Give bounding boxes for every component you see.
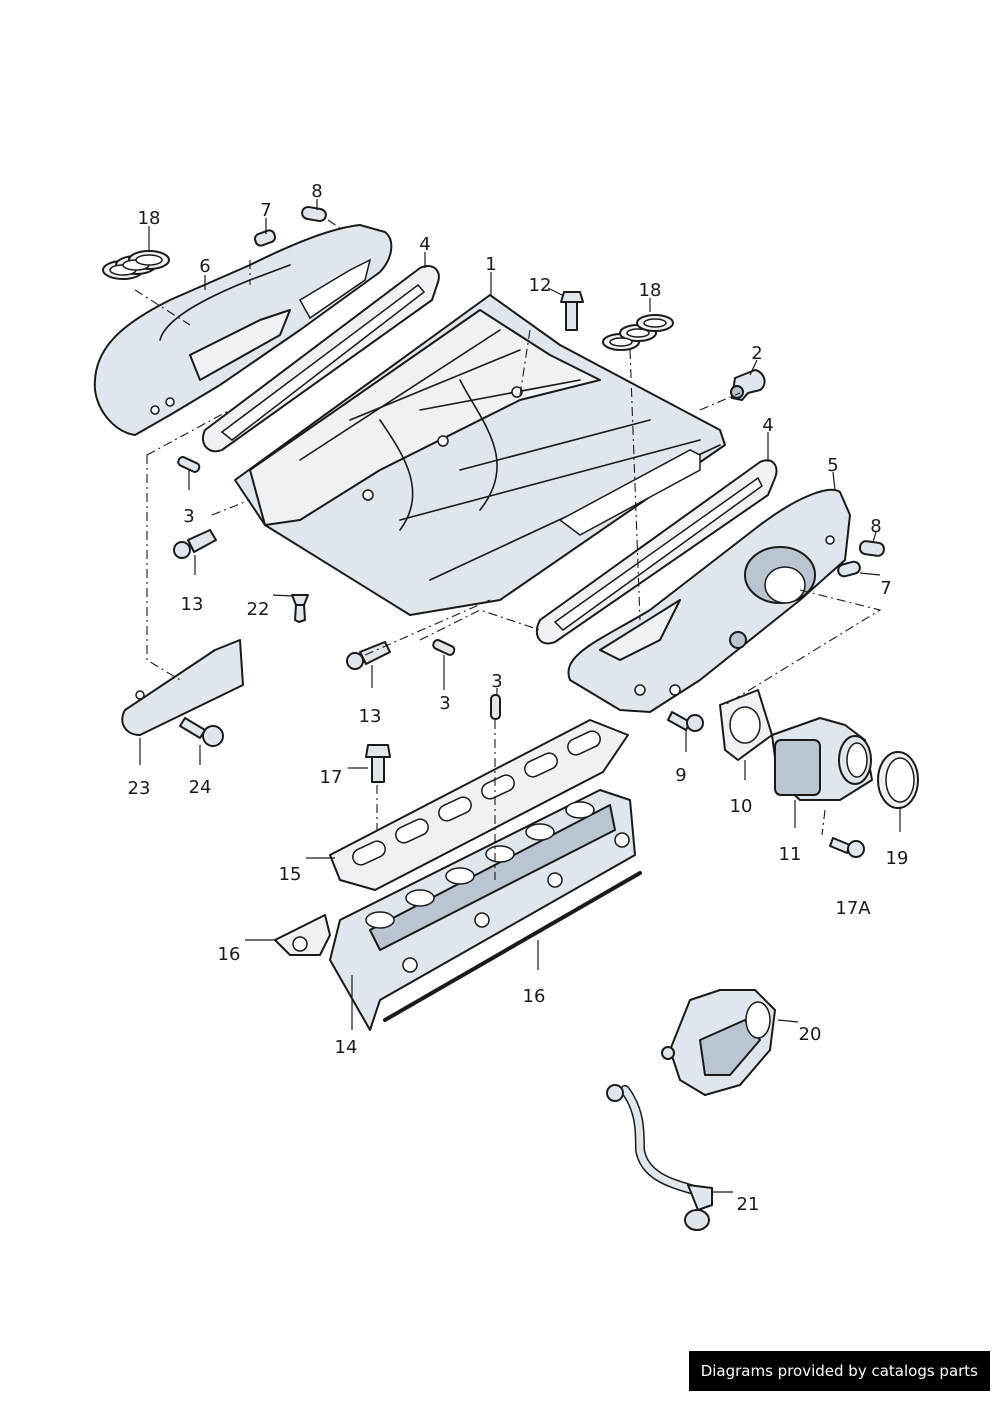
part-14-lower-intake-manifold[interactable]: [329, 789, 636, 1031]
callout-7-left: 7: [260, 200, 271, 221]
callout-12: 12: [529, 275, 552, 296]
part-8-pin-left[interactable]: [301, 205, 327, 223]
callout-8-left: 8: [311, 181, 322, 202]
callout-6: 6: [199, 256, 210, 277]
part-5-right-cover[interactable]: [567, 488, 851, 713]
callout-labels: 18 7 8 6 4 1 12 18 2 4 5 8 7 3 13 22 13 …: [128, 181, 909, 1215]
callout-5: 5: [827, 455, 838, 476]
callout-3-c: 3: [491, 671, 502, 692]
part-13-ball-stud-b[interactable]: [346, 641, 391, 670]
credit-text: Diagrams provided by catalogs parts: [700, 1362, 978, 1380]
part-17a-bolt[interactable]: [829, 837, 865, 858]
callout-17a: 17A: [835, 898, 871, 919]
part-15-lower-gasket[interactable]: [329, 719, 629, 891]
callout-14: 14: [335, 1037, 358, 1058]
callout-3-a: 3: [183, 506, 194, 527]
part-22-clip[interactable]: [291, 594, 309, 623]
callout-16-b: 16: [523, 986, 546, 1007]
callout-13-a: 13: [181, 594, 204, 615]
part-3-pin-a[interactable]: [177, 456, 201, 473]
part-3-pin-c[interactable]: [490, 694, 501, 720]
part-7-pin-right[interactable]: [837, 560, 861, 578]
part-18-o-rings-right[interactable]: [602, 314, 674, 351]
callout-15: 15: [279, 864, 302, 885]
callout-7-right: 7: [880, 578, 891, 599]
callout-17: 17: [320, 767, 343, 788]
part-13-ball-stud-a[interactable]: [173, 529, 217, 559]
callout-18-left: 18: [138, 208, 161, 229]
diagram-credit-banner: Diagrams provided by catalogs parts: [688, 1351, 990, 1391]
part-6-left-cover[interactable]: [93, 224, 393, 436]
part-4-gasket-left[interactable]: [202, 264, 440, 453]
part-3-pin-b[interactable]: [432, 639, 456, 656]
part-17-bolt[interactable]: [365, 744, 391, 783]
callout-3-b: 3: [439, 693, 450, 714]
callout-9: 9: [675, 765, 686, 786]
callout-19: 19: [886, 848, 909, 869]
part-20-actuator[interactable]: [661, 989, 776, 1096]
part-24-bolt[interactable]: [179, 717, 224, 747]
callout-11: 11: [779, 844, 802, 865]
part-16-flange-gasket[interactable]: [274, 914, 331, 956]
part-7-pin-left[interactable]: [253, 229, 277, 247]
callout-23: 23: [128, 778, 151, 799]
callout-20: 20: [799, 1024, 822, 1045]
callout-4-right: 4: [762, 415, 773, 436]
part-11-throttle-body[interactable]: [771, 717, 873, 801]
callout-18-right: 18: [639, 280, 662, 301]
part-19-hose-clamp[interactable]: [877, 751, 919, 809]
callout-16-a: 16: [218, 944, 241, 965]
callout-4-left: 4: [419, 234, 430, 255]
part-9-bolt[interactable]: [667, 711, 704, 732]
callout-1: 1: [485, 254, 496, 275]
part-12-bolt[interactable]: [560, 291, 584, 331]
part-18-o-rings-left[interactable]: [102, 250, 170, 280]
callout-22: 22: [247, 599, 270, 620]
part-8-pin-right[interactable]: [858, 540, 885, 557]
part-21-vent-hose[interactable]: [606, 1084, 713, 1231]
leader-lines: [139, 199, 901, 1193]
guide-lines: [134, 219, 882, 880]
callout-13-b: 13: [359, 706, 382, 727]
part-16-seal-strip[interactable]: [383, 871, 642, 1022]
callout-24: 24: [189, 777, 212, 798]
callout-21: 21: [737, 1194, 760, 1215]
part-10-throttle-gasket[interactable]: [719, 689, 773, 761]
callout-10: 10: [730, 796, 753, 817]
part-1-upper-intake-manifold[interactable]: [234, 294, 726, 616]
callout-8-right: 8: [870, 516, 881, 537]
callout-2: 2: [751, 343, 762, 364]
part-2-elbow-fitting[interactable]: [730, 369, 766, 401]
part-23-bracket[interactable]: [121, 639, 244, 736]
